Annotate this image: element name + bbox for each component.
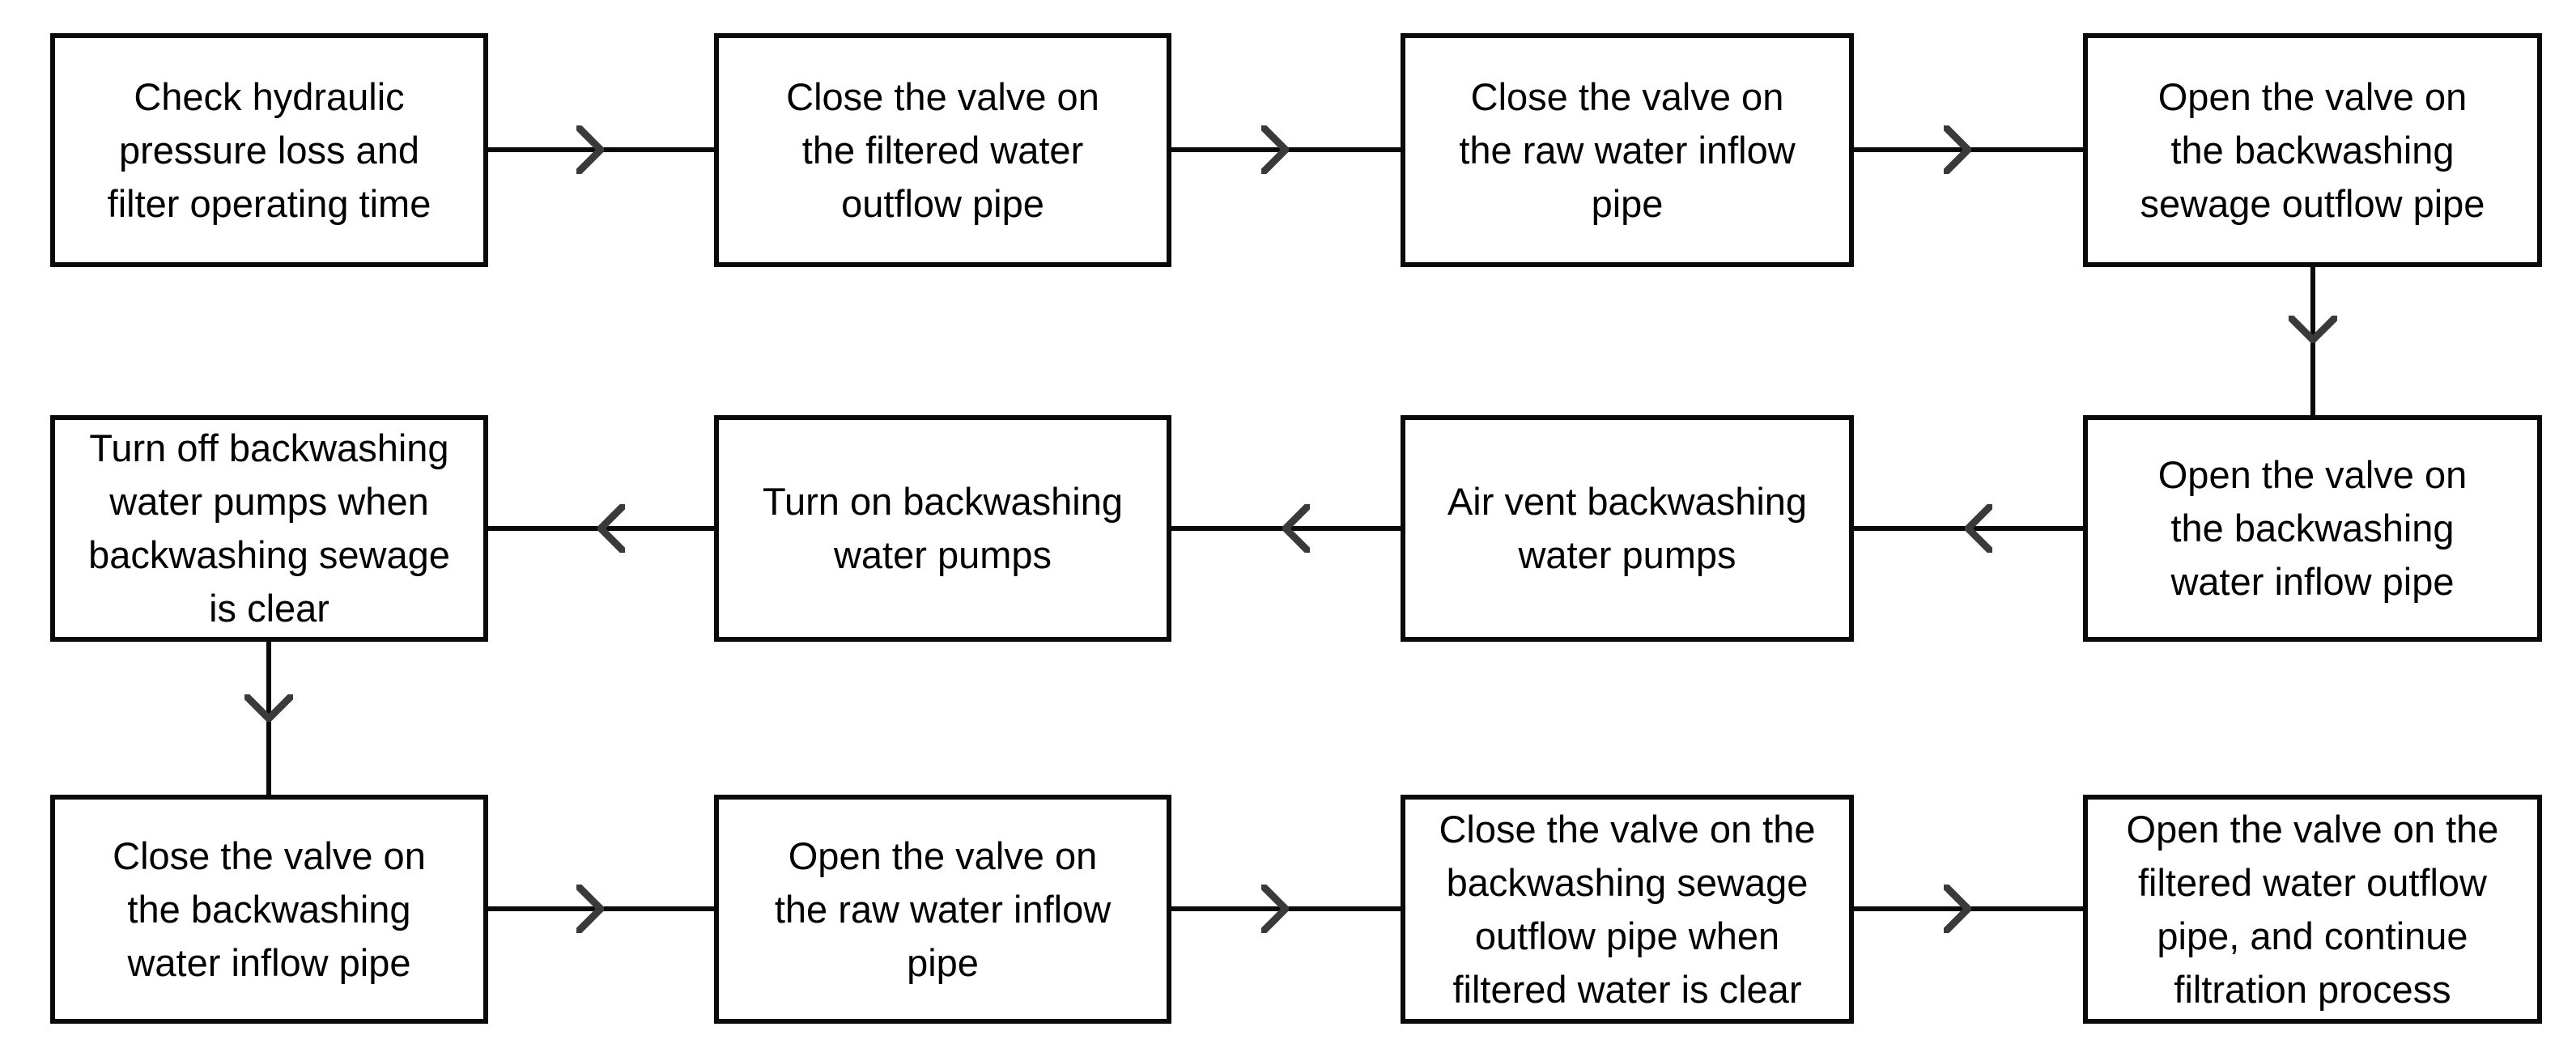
flow-step-10: Open the valve on the raw water inflow p… [714,795,1171,1024]
arrowhead-left-icon [1282,504,1310,553]
flow-step-2: Close the valve on the filtered water ou… [714,33,1171,267]
arrowhead-right-icon [1944,125,1971,174]
flow-step-6: Air vent backwashing water pumps [1401,415,1854,642]
arrowhead-left-icon [597,504,625,553]
arrowhead-down-icon [2289,316,2337,343]
flow-step-12: Open the valve on the filtered water out… [2083,795,2542,1024]
flow-step-9: Close the valve on the backwashing water… [50,795,488,1024]
arrowhead-left-icon [1965,504,1992,553]
arrowhead-down-icon [244,694,293,722]
arrowhead-right-icon [1261,125,1289,174]
flow-step-1: Check hydraulic pressure loss and filter… [50,33,488,267]
flow-step-4: Open the valve on the backwashing sewage… [2083,33,2542,267]
flow-step-3: Close the valve on the raw water inflow … [1401,33,1854,267]
arrowhead-right-icon [1944,885,1971,933]
flow-step-7: Turn on backwashing water pumps [714,415,1171,642]
arrowhead-right-icon [576,885,604,933]
flow-step-11: Close the valve on the backwashing sewag… [1401,795,1854,1024]
arrowhead-right-icon [1261,885,1289,933]
flow-step-8: Turn off backwashing water pumps when ba… [50,415,488,642]
arrowhead-right-icon [576,125,604,174]
flow-step-5: Open the valve on the backwashing water … [2083,415,2542,642]
